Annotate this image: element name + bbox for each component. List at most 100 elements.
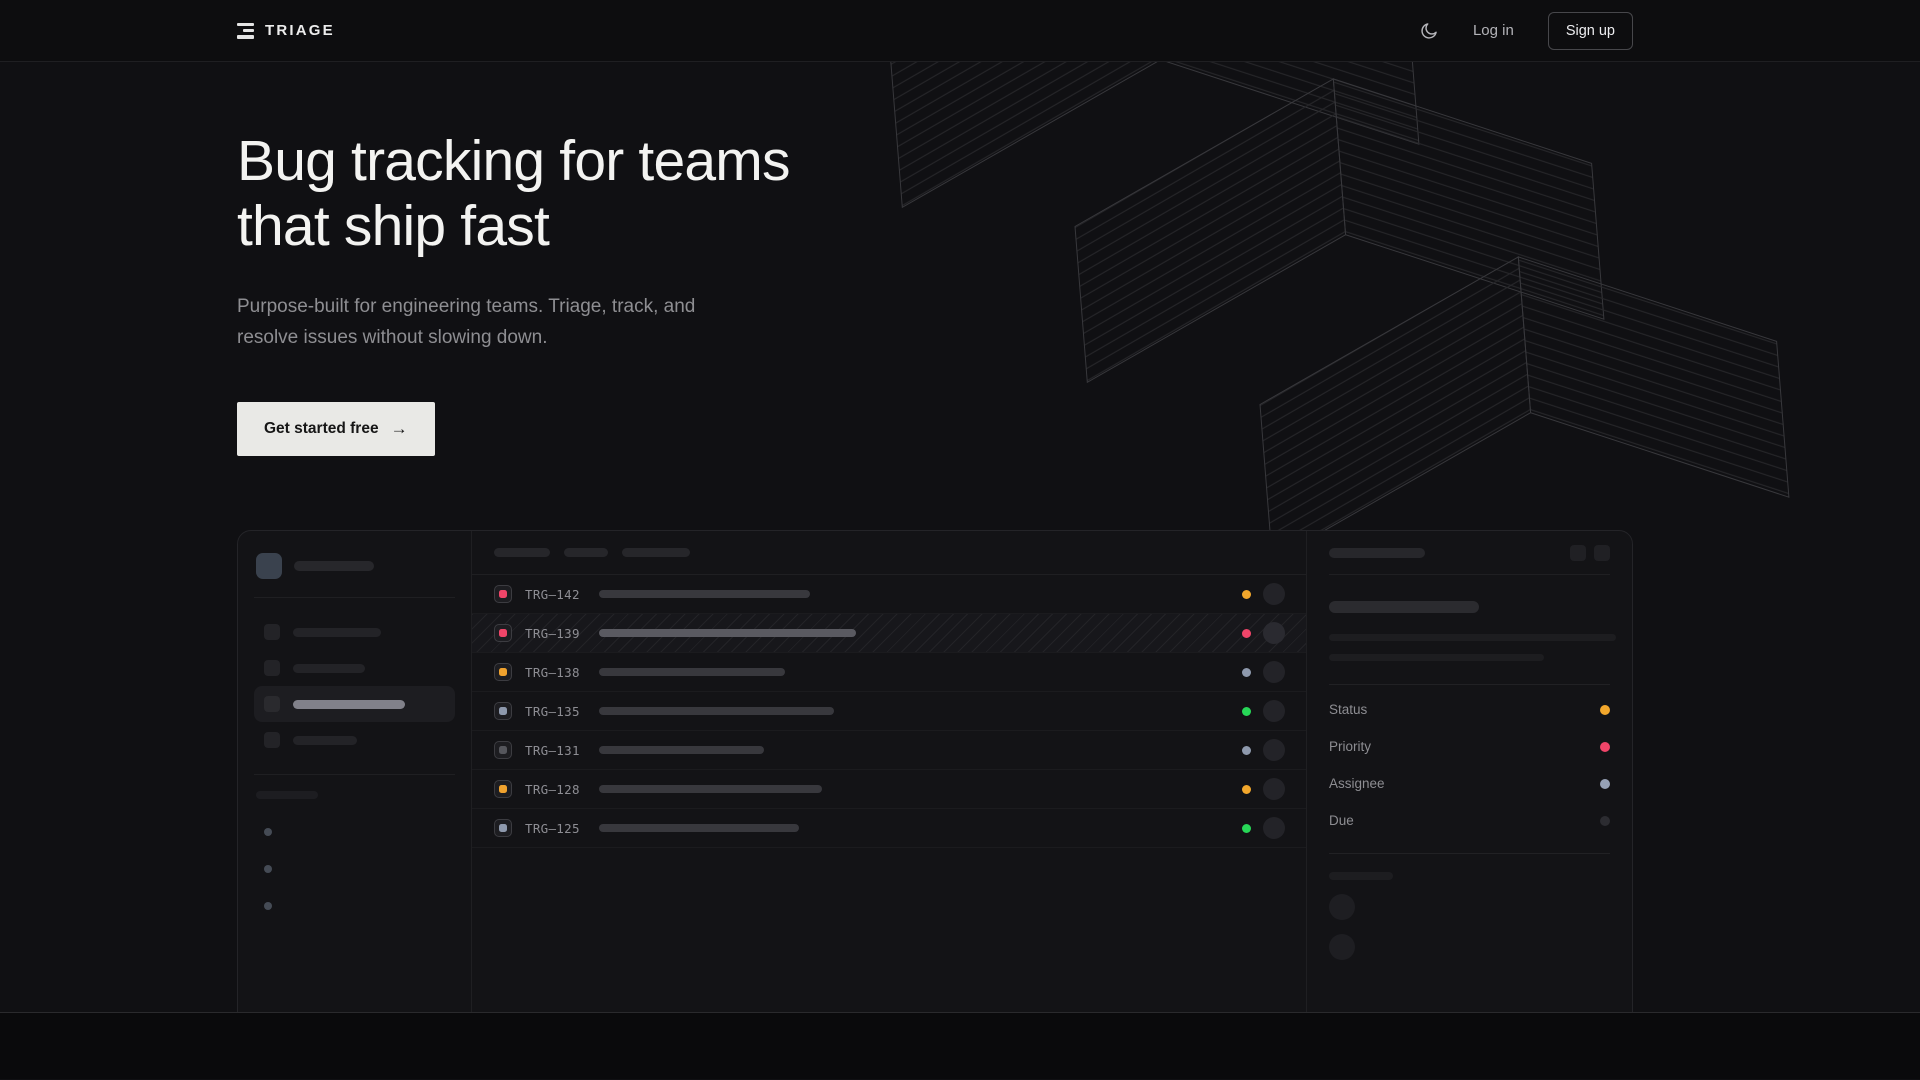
assignee-avatar bbox=[1263, 622, 1285, 645]
get-started-label: Get started free bbox=[264, 420, 379, 438]
detail-header bbox=[1329, 531, 1610, 576]
detail-fields: Status Priority Assignee Due bbox=[1329, 691, 1610, 839]
detail-field: Priority bbox=[1329, 728, 1610, 765]
detail-text-skeleton bbox=[1329, 634, 1616, 642]
list-header-skeleton-pill bbox=[494, 548, 550, 558]
issue-id: TRG–142 bbox=[525, 586, 580, 602]
theme-toggle-button[interactable] bbox=[1419, 21, 1439, 41]
assignee-avatar bbox=[1263, 778, 1285, 801]
issue-title-skeleton bbox=[599, 746, 764, 755]
workspace-switcher bbox=[254, 551, 455, 581]
status-dot bbox=[1242, 667, 1251, 677]
status-dot bbox=[1242, 784, 1251, 794]
detail-title-skeleton bbox=[1329, 601, 1479, 614]
sidebar-item bbox=[254, 686, 455, 723]
field-value-dot bbox=[1600, 815, 1610, 826]
issue-list-rows: TRG–142 TRG–139 TRG–138 TRG–135 TRG–131 … bbox=[472, 575, 1306, 849]
assignee-avatar bbox=[1263, 661, 1285, 684]
hero-title-line1: Bug tracking for teams bbox=[237, 129, 790, 193]
hero-title-line2: that ship fast bbox=[237, 193, 550, 258]
mockup-detail-panel: Status Priority Assignee Due bbox=[1306, 531, 1632, 1012]
activity-avatar-skeleton bbox=[1329, 934, 1355, 961]
status-dot bbox=[1242, 706, 1251, 716]
issue-title-skeleton bbox=[599, 668, 785, 677]
issue-id: TRG–138 bbox=[525, 664, 580, 680]
workspace-avatar bbox=[256, 553, 282, 580]
field-label: Priority bbox=[1329, 739, 1372, 755]
issue-row: TRG–128 bbox=[472, 770, 1306, 810]
sidebar-dot bbox=[264, 902, 272, 911]
issue-type-icon bbox=[494, 819, 512, 838]
signup-button[interactable]: Sign up bbox=[1547, 11, 1633, 50]
issue-id: TRG–125 bbox=[525, 820, 580, 836]
issue-type-icon bbox=[494, 780, 512, 799]
field-label: Status bbox=[1329, 702, 1368, 718]
hero-section: Bug tracking for teams that ship fast Pu… bbox=[0, 62, 1920, 1013]
issue-row: TRG–125 bbox=[472, 809, 1306, 849]
issue-id: TRG–135 bbox=[525, 703, 580, 719]
sidebar-section-skeleton bbox=[256, 791, 318, 800]
detail-field: Status bbox=[1329, 691, 1610, 728]
field-value-dot bbox=[1600, 741, 1610, 752]
sidebar-item bbox=[254, 722, 455, 758]
detail-header-skeleton bbox=[1329, 547, 1425, 558]
assignee-avatar bbox=[1263, 700, 1285, 723]
issue-title-skeleton bbox=[599, 629, 856, 638]
sidebar-dot bbox=[264, 828, 272, 837]
activity-avatar-skeleton bbox=[1329, 894, 1355, 921]
login-button[interactable]: Log in bbox=[1472, 22, 1514, 39]
issue-row: TRG–138 bbox=[472, 653, 1306, 693]
divider bbox=[1329, 684, 1610, 686]
status-dot bbox=[1242, 823, 1251, 833]
brand-logo: TRIAGE bbox=[237, 22, 335, 39]
issue-id: TRG–139 bbox=[525, 625, 580, 641]
moon-icon bbox=[1421, 22, 1437, 39]
issue-title-skeleton bbox=[599, 590, 810, 599]
field-value-dot bbox=[1600, 778, 1610, 789]
issue-type-icon bbox=[494, 624, 512, 643]
next-section-band bbox=[0, 1013, 1920, 1079]
issue-title-skeleton bbox=[599, 785, 822, 794]
issue-row: TRG–139 bbox=[472, 614, 1306, 654]
issue-row: TRG–142 bbox=[472, 575, 1306, 615]
get-started-button[interactable]: Get started free → bbox=[237, 402, 435, 457]
sidebar-item-icon bbox=[264, 624, 280, 641]
triage-bars-icon bbox=[237, 22, 254, 39]
sidebar-item-label-skeleton bbox=[293, 699, 405, 709]
issue-row: TRG–135 bbox=[472, 692, 1306, 732]
sidebar-item-icon bbox=[264, 732, 280, 749]
brand-name: TRIAGE bbox=[265, 22, 335, 39]
field-value-dot bbox=[1600, 704, 1610, 715]
issue-type-icon bbox=[494, 741, 512, 760]
detail-text-skeleton bbox=[1329, 654, 1544, 662]
divider bbox=[254, 597, 455, 599]
status-dot bbox=[1242, 628, 1251, 638]
hero-subtitle: Purpose-built for engineering teams. Tri… bbox=[237, 295, 696, 348]
sidebar-item-icon bbox=[264, 660, 280, 677]
top-nav: TRIAGE Log in Sign up bbox=[0, 0, 1920, 62]
workspace-name-skeleton bbox=[294, 561, 374, 572]
sidebar-item bbox=[254, 650, 455, 686]
sidebar-nav-items bbox=[254, 614, 455, 758]
mockup-sidebar bbox=[238, 531, 472, 1012]
list-header-skeleton-pill bbox=[622, 548, 690, 558]
app-mockup: TRG–142 TRG–139 TRG–138 TRG–135 TRG–131 … bbox=[237, 530, 1633, 1012]
detail-field: Assignee bbox=[1329, 765, 1610, 802]
assignee-avatar bbox=[1263, 817, 1285, 840]
list-header-skeleton-pill bbox=[564, 548, 608, 558]
mockup-issue-list: TRG–142 TRG–139 TRG–138 TRG–135 TRG–131 … bbox=[472, 531, 1306, 1012]
detail-action-icon bbox=[1594, 544, 1610, 561]
sidebar-item-label-skeleton bbox=[293, 735, 357, 745]
assignee-avatar bbox=[1263, 583, 1285, 606]
issue-list-header bbox=[472, 531, 1306, 576]
issue-id: TRG–131 bbox=[525, 742, 580, 758]
status-dot bbox=[1242, 745, 1251, 755]
detail-action-icon bbox=[1570, 544, 1586, 561]
issue-type-icon bbox=[494, 702, 512, 721]
sidebar-item-label-skeleton bbox=[293, 663, 365, 673]
sidebar-item-label-skeleton bbox=[293, 627, 381, 637]
sidebar-item bbox=[254, 614, 455, 650]
issue-row: TRG–131 bbox=[472, 731, 1306, 771]
status-dot bbox=[1242, 589, 1251, 599]
hero-title: Bug tracking for teams that ship fast bbox=[237, 129, 1633, 259]
